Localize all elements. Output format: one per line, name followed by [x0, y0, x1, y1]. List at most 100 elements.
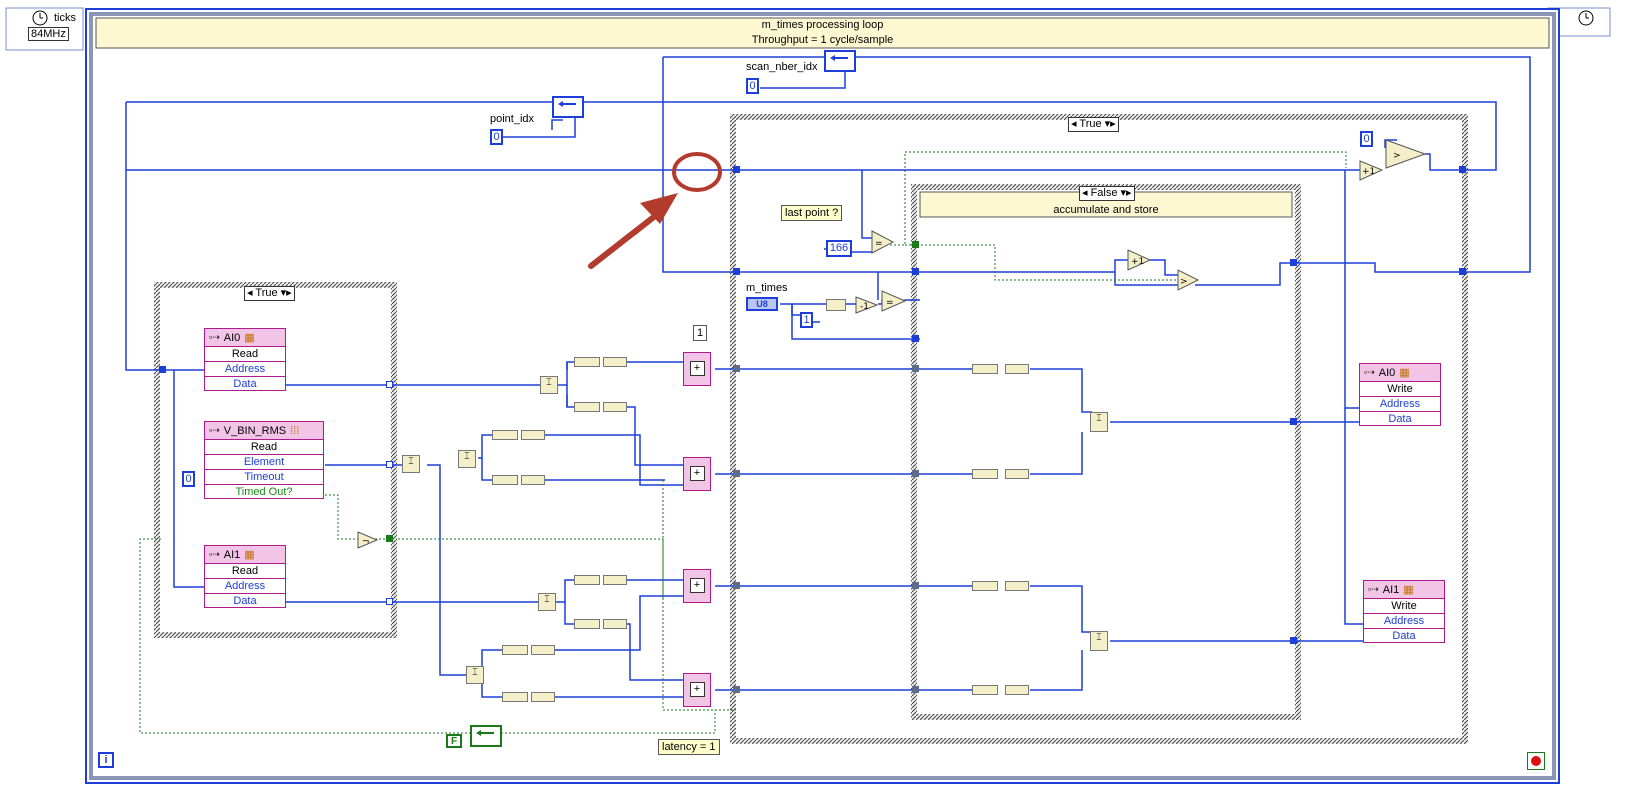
to-fixed-point-icon[interactable]	[574, 357, 600, 367]
ai1-write-node[interactable]: ▫⇢AI1▦ Write Address Data	[1363, 580, 1445, 643]
to-fixed-point-icon[interactable]	[972, 685, 998, 695]
to-fixed-point-icon[interactable]	[972, 581, 998, 591]
ai1-read-data[interactable]: Data	[205, 593, 285, 608]
to-fixed-point-icon[interactable]	[531, 645, 555, 655]
ai0-write-address[interactable]: Address	[1360, 396, 1440, 411]
ai1-read-address[interactable]: Address	[205, 578, 285, 593]
tunnel	[1290, 637, 1297, 644]
add-node[interactable]: +	[683, 457, 711, 491]
timed-loop-frame[interactable]	[85, 8, 1560, 784]
one-top-label: 1	[693, 325, 708, 341]
scan-nber-feedback-node[interactable]	[824, 50, 856, 72]
to-fixed-point-icon[interactable]	[502, 692, 528, 702]
svg-text:>: >	[1180, 277, 1188, 287]
join-number-icon[interactable]: ⌶	[1090, 412, 1108, 432]
point-idx-init-constant[interactable]: 0	[490, 129, 503, 145]
to-fixed-point-icon[interactable]	[972, 364, 998, 374]
ai1-read-name: AI1	[223, 548, 241, 561]
tunnel	[386, 381, 393, 388]
split-number-icon[interactable]: ⌶	[540, 376, 558, 394]
ai1-write-data[interactable]: Data	[1364, 628, 1444, 643]
svg-text:¬: ¬	[362, 537, 370, 547]
to-fixed-point-icon[interactable]	[1005, 364, 1029, 374]
scan-init-constant[interactable]: 0	[746, 78, 759, 94]
iteration-terminal[interactable]: i	[98, 752, 114, 768]
ai0-write-mode: Write	[1387, 383, 1413, 395]
case-selector-left[interactable]: ◂ True ▾▸	[244, 286, 295, 301]
svg-text:=: =	[875, 239, 883, 249]
decrement-icon[interactable]	[826, 299, 846, 311]
to-fixed-point-icon[interactable]	[502, 645, 528, 655]
to-fixed-point-icon[interactable]	[521, 475, 545, 485]
tunnel	[912, 365, 919, 372]
tunnel	[733, 166, 740, 173]
ai0-read-address[interactable]: Address	[205, 361, 285, 376]
stop-terminal[interactable]	[1527, 752, 1545, 770]
to-fixed-point-icon[interactable]	[603, 402, 627, 412]
split-number-icon[interactable]: ⌶	[458, 450, 476, 468]
tunnel	[159, 366, 166, 373]
to-fixed-point-icon[interactable]	[1005, 685, 1029, 695]
zero-top-constant[interactable]: 0	[1360, 131, 1373, 147]
latency-note: latency = 1	[658, 739, 720, 755]
split-number-icon[interactable]: ⌶	[466, 666, 484, 684]
join-number-icon[interactable]: ⌶	[1090, 631, 1108, 651]
tunnel	[1290, 418, 1297, 425]
tunnel	[386, 535, 393, 542]
n166-constant[interactable]: 166	[826, 240, 852, 257]
to-fixed-point-icon[interactable]	[574, 575, 600, 585]
to-fixed-point-icon[interactable]	[972, 469, 998, 479]
tunnel	[912, 686, 919, 693]
to-fixed-point-icon[interactable]	[574, 619, 600, 629]
svg-text:+1: +1	[1362, 167, 1375, 177]
ai0-write-data[interactable]: Data	[1360, 411, 1440, 426]
to-fixed-point-icon[interactable]	[492, 475, 518, 485]
ai0-read-data[interactable]: Data	[205, 376, 285, 391]
clock-source-value[interactable]: 84MHz	[28, 27, 69, 41]
point-idx-feedback-node[interactable]	[552, 96, 584, 118]
timed-out-feedback-node[interactable]	[470, 725, 502, 747]
ai1-write-address[interactable]: Address	[1364, 613, 1444, 628]
to-fixed-point-icon[interactable]	[521, 430, 545, 440]
tunnel	[1459, 166, 1466, 173]
m-times-label: m_times	[746, 282, 788, 294]
case-selector-accumulate[interactable]: ◂ False ▾▸	[1079, 186, 1135, 201]
ai0-read-mode: Read	[231, 348, 259, 360]
annotation-circle	[672, 152, 722, 192]
case-selector-main[interactable]: ◂ True ▾▸	[1068, 117, 1119, 132]
one-constant[interactable]: 1	[800, 312, 813, 328]
timeout-constant[interactable]: 0	[182, 471, 195, 487]
vbin-timed-out[interactable]: Timed Out?	[205, 484, 323, 499]
to-fixed-point-icon[interactable]	[574, 402, 600, 412]
to-fixed-point-icon[interactable]	[603, 575, 627, 585]
tunnel	[733, 582, 740, 589]
split-number-icon[interactable]: ⌶	[402, 455, 420, 473]
m-times-control[interactable]: U8	[746, 297, 778, 311]
ai1-read-node[interactable]: ▫⇢AI1▦ Read Address Data	[204, 545, 286, 608]
split-number-icon[interactable]: ⌶	[538, 593, 556, 611]
to-fixed-point-icon[interactable]	[603, 357, 627, 367]
ai0-write-node[interactable]: ▫⇢AI0▦ Write Address Data	[1359, 363, 1441, 426]
tunnel	[733, 365, 740, 372]
svg-text:=: =	[886, 298, 894, 308]
last-point-note: last point ?	[781, 205, 843, 221]
vbin-element[interactable]: Element	[205, 454, 323, 469]
annotation-arrow	[588, 152, 722, 269]
add-node[interactable]: +	[683, 673, 711, 707]
vbin-timeout[interactable]: Timeout	[205, 469, 323, 484]
ai0-read-node[interactable]: ▫⇢AI0▦ Read Address Data	[204, 328, 286, 391]
false-constant[interactable]: F	[446, 734, 462, 748]
tunnel	[733, 268, 740, 275]
add-node[interactable]: +	[683, 569, 711, 603]
to-fixed-point-icon[interactable]	[1005, 581, 1029, 591]
to-fixed-point-icon[interactable]	[531, 692, 555, 702]
grid-icon: ▦	[244, 332, 255, 344]
add-node[interactable]: +	[683, 352, 711, 386]
to-fixed-point-icon[interactable]	[1005, 469, 1029, 479]
to-fixed-point-icon[interactable]	[603, 619, 627, 629]
case-structure-left[interactable]	[154, 282, 397, 638]
tunnel	[733, 686, 740, 693]
blue-wires	[125, 56, 1531, 698]
vbin-rms-fifo-node[interactable]: ▫⇢V_BIN_RMS⁞⁞⁞ Read Element Timeout Time…	[204, 421, 324, 499]
to-fixed-point-icon[interactable]	[492, 430, 518, 440]
